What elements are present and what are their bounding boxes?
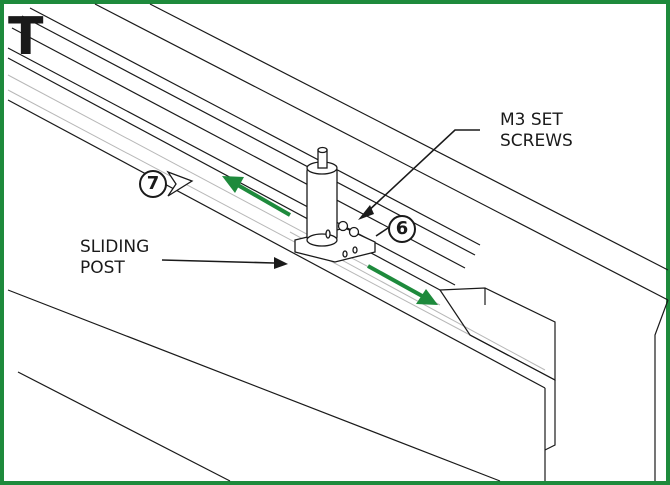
movement-arrows bbox=[222, 176, 438, 305]
leader-lines bbox=[161, 129, 480, 269]
right-panel bbox=[654, 299, 669, 481]
end-block bbox=[438, 287, 556, 381]
step-6-badge: 6 bbox=[388, 215, 416, 243]
corner-letter: T bbox=[8, 7, 44, 67]
sliding-post-assembly bbox=[294, 146, 376, 263]
step-7-badge: 7 bbox=[139, 170, 167, 198]
front-panel bbox=[7, 99, 556, 482]
label-sliding-post: SLIDING POST bbox=[80, 237, 150, 278]
label-m3-set-screws: M3 SET SCREWS bbox=[500, 110, 573, 151]
step-7-pointer bbox=[166, 170, 194, 197]
